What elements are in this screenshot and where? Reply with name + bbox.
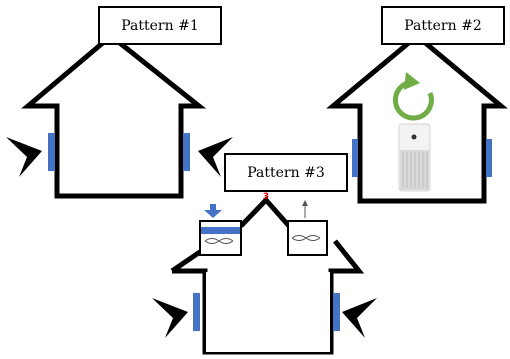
- wall-vent-icon: [193, 293, 200, 331]
- wall-vent-icon: [48, 133, 55, 171]
- airflow-arrow-icon: [204, 204, 222, 218]
- house-3-roof: [239, 196, 291, 228]
- airflow-arrow-icon: [198, 137, 233, 177]
- pattern-1-house: [6, 32, 233, 199]
- pattern-2-label-box: Pattern #2: [381, 6, 505, 45]
- ventilation-fan-icon: [199, 220, 242, 256]
- pattern-3-label: Pattern #3: [247, 165, 324, 181]
- pattern-2-house: [326, 32, 508, 204]
- wall-vent-icon: [486, 139, 492, 177]
- ventilation-fan-icon: [287, 220, 328, 256]
- circular-arrow-icon: [392, 72, 434, 121]
- pattern-3-label-box: Pattern #3: [224, 153, 348, 192]
- pattern-1-label-box: Pattern #1: [98, 6, 222, 45]
- wall-vent-icon: [352, 139, 358, 177]
- airflow-arrow-icon: [152, 298, 188, 338]
- air-purifier-icon: [398, 123, 431, 192]
- wall-vent-icon: [333, 293, 340, 331]
- airflow-arrow-icon: [6, 137, 42, 177]
- pattern-2-label: Pattern #2: [404, 18, 481, 34]
- attic-number-marker: 3: [263, 192, 269, 202]
- pattern-3-house: 3: [152, 192, 377, 355]
- exhaust-arrow-icon: [302, 200, 308, 218]
- house-1-outline: [21, 32, 207, 199]
- wall-vent-icon: [183, 133, 190, 171]
- airflow-arrow-icon: [342, 298, 377, 338]
- pattern-1-label: Pattern #1: [121, 18, 198, 34]
